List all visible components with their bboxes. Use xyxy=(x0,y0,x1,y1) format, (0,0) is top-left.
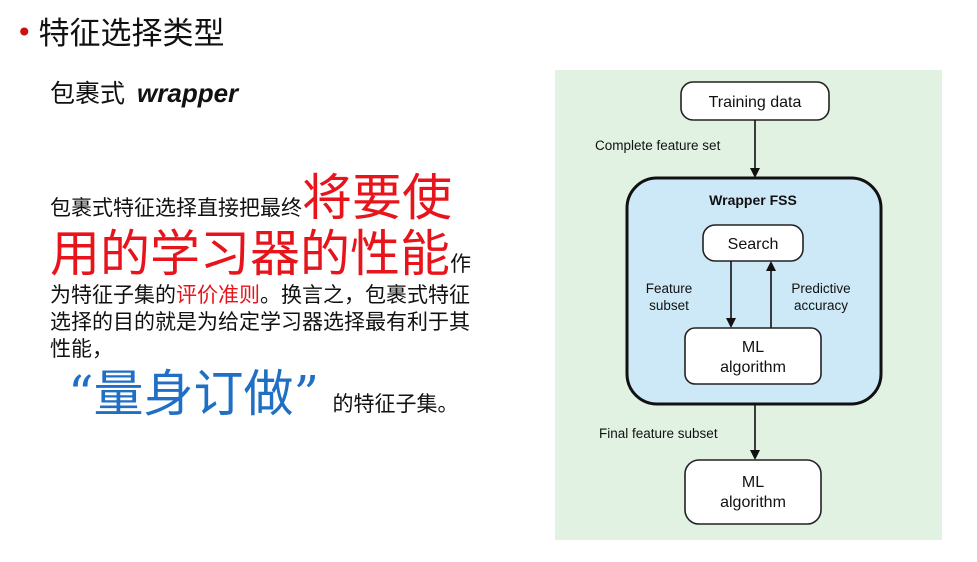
highlight-learner-performance: 将要使用的学习器的性能 xyxy=(50,169,452,283)
wrapper-fss-title: Wrapper FSS xyxy=(709,192,797,208)
highlight-evaluation-criterion: 评价准则 xyxy=(176,283,260,307)
subheading-zh: 包裹式 xyxy=(50,79,126,108)
training-data-label: Training data xyxy=(709,94,802,111)
body-text-2: 作为特征子集的 xyxy=(50,252,471,307)
body-paragraph: 包裹式特征选择直接把最终将要使用的学习器的性能作为特征子集的评价准则。换言之，包… xyxy=(50,170,490,425)
search-label: Search xyxy=(728,236,779,253)
highlight-tailor-made: “量身订做” xyxy=(68,365,320,423)
body-text-4: 的特征子集。 xyxy=(332,392,459,416)
ml-algorithm-inner-node xyxy=(684,327,822,385)
complete-feature-set-label: Complete feature set xyxy=(595,138,721,153)
predictive-accuracy-label-2: accuracy xyxy=(794,298,848,313)
ml-inner-label-1: ML xyxy=(742,339,764,356)
ml-outer-label-2: algorithm xyxy=(720,494,786,511)
subheading: 包裹式 wrapper xyxy=(50,76,238,111)
predictive-accuracy-label-1: Predictive xyxy=(791,281,850,296)
bullet-icon: • xyxy=(16,16,33,49)
feature-subset-label-1: Feature xyxy=(646,281,693,296)
body-text-3: 。换言之，包裹式特征选择的目的就是为给定学习器选择最有利于其性能， xyxy=(50,283,470,361)
wrapper-fss-diagram: Training data Complete feature set Wrapp… xyxy=(555,70,942,540)
slide-heading: •特征选择类型 xyxy=(16,14,225,55)
ml-algorithm-outer-node xyxy=(684,459,822,525)
final-feature-subset-label: Final feature subset xyxy=(599,426,718,441)
heading-text: 特征选择类型 xyxy=(38,16,225,52)
ml-outer-label-1: ML xyxy=(742,474,764,491)
body-text-1: 包裹式特征选择直接把最终 xyxy=(50,196,302,220)
search-node xyxy=(702,224,804,262)
feature-subset-label-2: subset xyxy=(649,298,689,313)
subheading-en: wrapper xyxy=(137,78,239,108)
ml-inner-label-2: algorithm xyxy=(720,359,786,376)
